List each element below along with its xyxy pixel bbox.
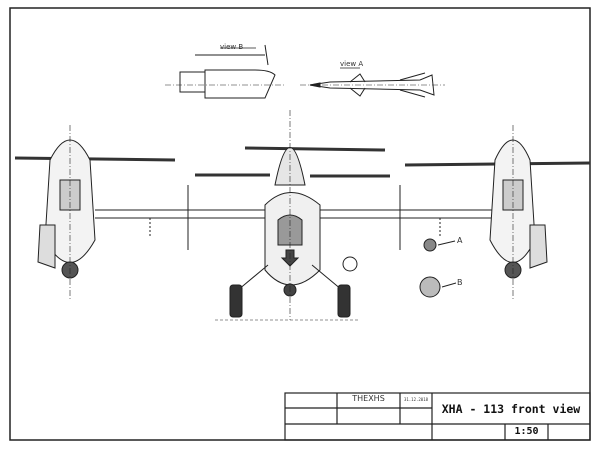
aircraft-wings: [95, 185, 495, 250]
rotor-blades: [14, 146, 591, 178]
author-cell: THEXHS: [352, 394, 385, 403]
drawing-title: XHA - 113 front view: [441, 402, 581, 416]
view-b-label: view B: [220, 43, 243, 51]
fuselage: [264, 110, 321, 320]
left-engine-nacelle: [37, 125, 96, 300]
landing-gear: [215, 256, 360, 321]
title-block-grid: [284, 392, 591, 441]
date-cell: 31.12.2018: [403, 397, 429, 402]
right-engine-nacelle: [489, 125, 548, 300]
scale-cell: 1:50: [514, 426, 539, 437]
view-a-label: view A: [340, 60, 363, 68]
callout-details: [419, 238, 457, 298]
callout-b-label: B: [457, 278, 463, 287]
view-b-bomb-drawing: [165, 44, 285, 99]
view-a-missile-drawing: [300, 67, 445, 98]
callout-a-label: A: [457, 236, 463, 245]
